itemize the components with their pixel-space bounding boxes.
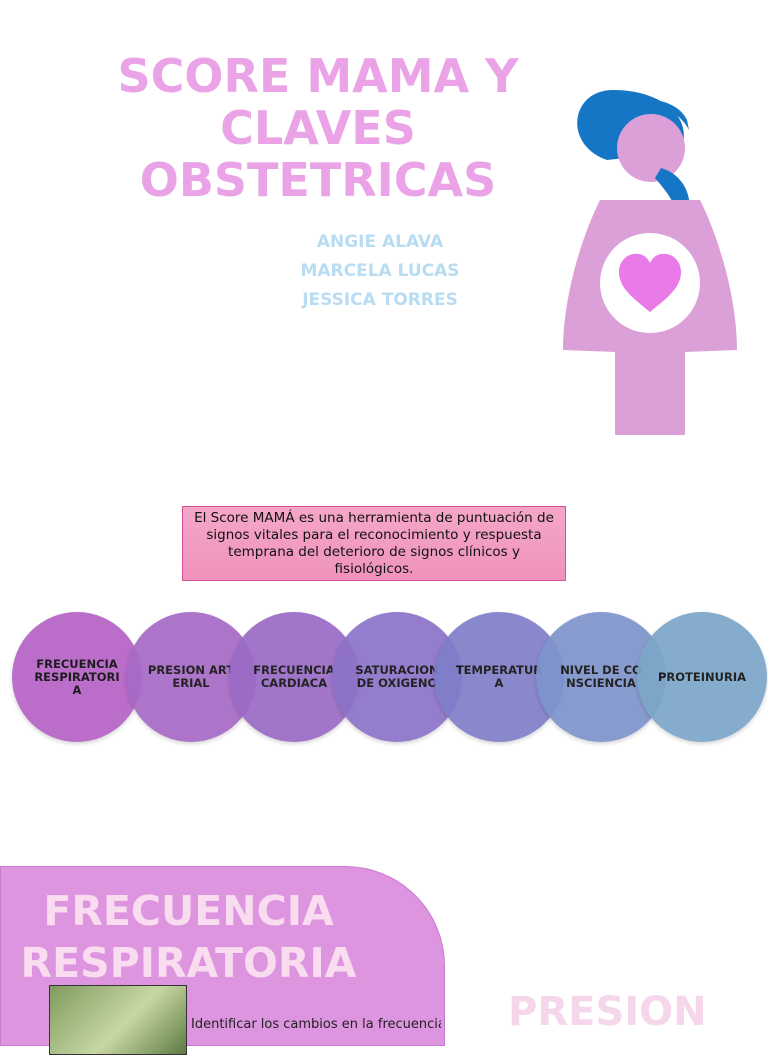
vital-sign-label: SATURACION DE OXIGENO [355, 663, 439, 690]
nurse-photo [49, 985, 187, 1055]
vital-signs-diagram: FRECUENCIA RESPIRATORIA PRESION ARTERIAL… [0, 610, 768, 745]
pregnant-woman-icon [563, 90, 737, 435]
author-name: MARCELA LUCAS [300, 261, 460, 281]
vital-sign-label: PRESION ARTERIAL [147, 663, 235, 690]
vital-sign-circle: FRECUENCIA CARDIACA [229, 612, 359, 742]
vital-sign-label: PROTEINURIA [657, 669, 747, 684]
score-mama-definition: El Score MAMÁ es una herramienta de punt… [182, 506, 566, 581]
respiratory-rate-panel: FRECUENCIA RESPIRATORIA Identificar los … [0, 866, 445, 1055]
slide-title: SCORE MAMA Y CLAVES OBSTETRICAS [117, 49, 519, 207]
author-list: ANGIE ALAVA MARCELA LUCAS JESSICA TORRES [260, 228, 500, 315]
vital-sign-label: FRECUENCIA RESPIRATORIA [34, 656, 120, 697]
author-name: ANGIE ALAVA [316, 232, 444, 252]
vital-sign-label: TEMPERATURA [455, 663, 543, 690]
vital-sign-circle: FRECUENCIA RESPIRATORIA [12, 612, 142, 742]
vital-sign-circle: PROTEINURIA [637, 612, 767, 742]
section-text: Identificar los cambios en la frecuencia [191, 1017, 441, 1032]
section-title: FRECUENCIA RESPIRATORIA [20, 887, 357, 987]
author-name: JESSICA TORRES [302, 290, 458, 310]
vital-sign-label: NIVEL DE CONSCIENCIA [560, 663, 642, 690]
vital-sign-circle: NIVEL DE CONSCIENCIA [536, 612, 666, 742]
vital-sign-label: FRECUENCIA CARDIACA [253, 663, 335, 690]
next-section-title: PRESION [508, 989, 707, 1035]
